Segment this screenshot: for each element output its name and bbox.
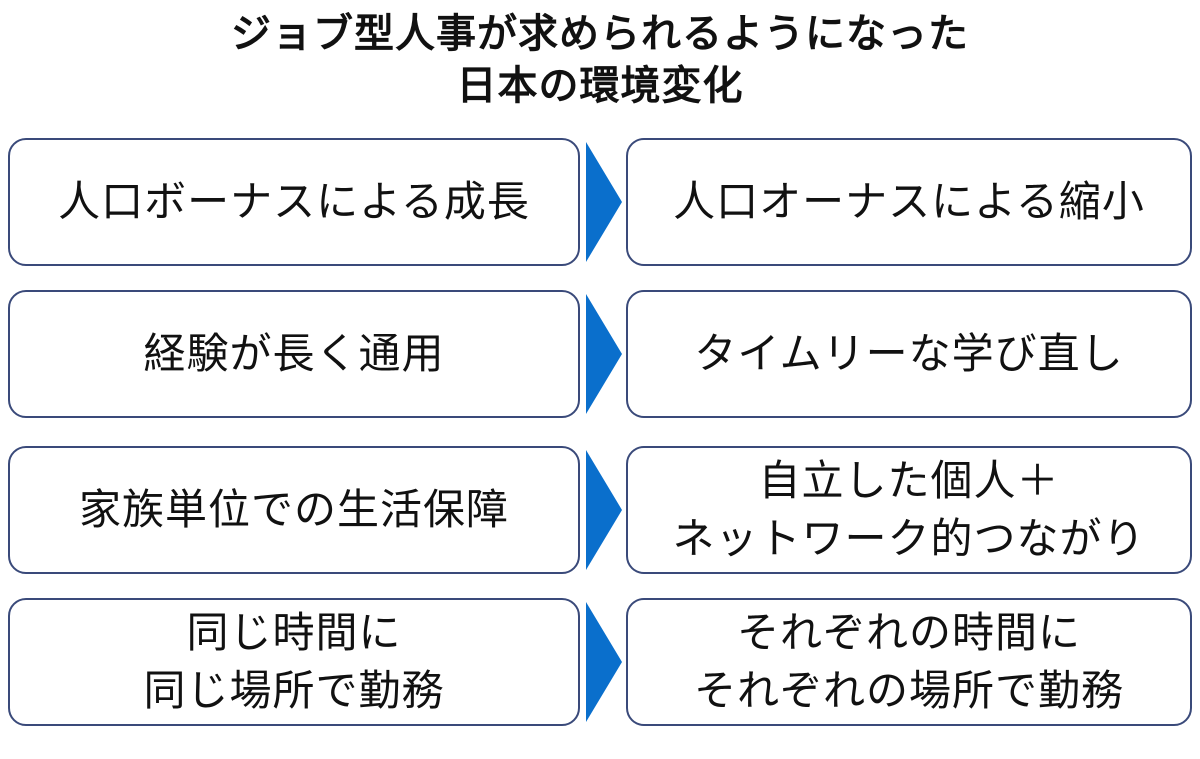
diagram-title: ジョブ型人事が求められるようになった 日本の環境変化 [0, 8, 1200, 112]
title-line-2: 日本の環境変化 [456, 63, 744, 109]
before-text-2-line-1: 経験が長く通用 [143, 329, 445, 378]
comparison-row-4: 同じ時間に 同じ場所で勤務 それぞれの時間に それぞれの場所で勤務 [0, 598, 1200, 726]
after-text-1-line-1: 人口オーナスによる縮小 [673, 177, 1145, 226]
comparison-row-3: 家族単位での生活保障 自立した個人＋ ネットワーク的つながり [0, 446, 1200, 574]
after-text-2-line-1: タイムリーな学び直し [694, 329, 1124, 378]
right-arrow-icon [586, 142, 622, 262]
after-text-4-line-1: それぞれの時間に [736, 608, 1081, 657]
after-box-2: タイムリーな学び直し [626, 290, 1192, 418]
before-box-3: 家族単位での生活保障 [8, 446, 580, 574]
after-box-3: 自立した個人＋ ネットワーク的つながり [626, 446, 1192, 574]
comparison-row-1: 人口ボーナスによる成長 人口オーナスによる縮小 [0, 138, 1200, 266]
before-text-4-line-1: 同じ時間に [186, 608, 402, 657]
before-box-4: 同じ時間に 同じ場所で勤務 [8, 598, 580, 726]
before-text-3-line-1: 家族単位での生活保障 [78, 485, 509, 534]
after-text-3-line-1: 自立した個人＋ [758, 456, 1060, 505]
after-box-4: それぞれの時間に それぞれの場所で勤務 [626, 598, 1192, 726]
right-arrow-icon [586, 294, 622, 414]
right-arrow-icon [586, 450, 622, 570]
comparison-row-2: 経験が長く通用 タイムリーな学び直し [0, 290, 1200, 418]
after-text-4-line-2: それぞれの場所で勤務 [693, 666, 1124, 715]
after-box-1: 人口オーナスによる縮小 [626, 138, 1192, 266]
before-box-2: 経験が長く通用 [8, 290, 580, 418]
title-line-1: ジョブ型人事が求められるようになった [231, 11, 969, 57]
before-box-1: 人口ボーナスによる成長 [8, 138, 580, 266]
right-arrow-icon [586, 602, 622, 722]
before-text-1-line-1: 人口ボーナスによる成長 [58, 177, 530, 226]
after-text-3-line-2: ネットワーク的つながり [672, 514, 1146, 563]
before-text-4-line-2: 同じ場所で勤務 [143, 666, 445, 715]
